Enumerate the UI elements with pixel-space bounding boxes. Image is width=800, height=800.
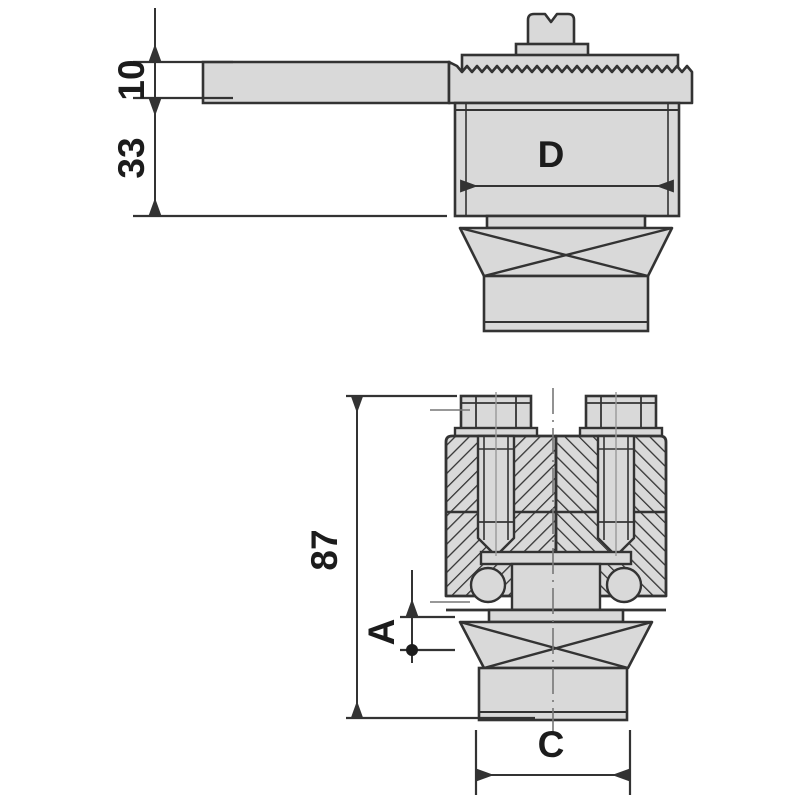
cap-notch-part bbox=[526, 12, 576, 50]
body-neck bbox=[485, 214, 647, 230]
dim-A-dot bbox=[406, 644, 418, 656]
dim-33-label: 33 bbox=[111, 137, 152, 178]
taper-cross-line-a bbox=[459, 226, 649, 278]
cylindrical-body bbox=[453, 101, 681, 218]
dim-D-label: D bbox=[538, 134, 565, 175]
dim-A-label: A bbox=[361, 619, 402, 646]
lever-arm bbox=[201, 60, 451, 105]
dim-10-label: 10 bbox=[111, 59, 152, 100]
dim-87-label: 87 bbox=[304, 529, 345, 570]
dim-C-label: C bbox=[538, 724, 565, 765]
inner-hub bbox=[510, 562, 602, 612]
section-view: 87 A C bbox=[304, 388, 668, 795]
ball-bearing-right bbox=[605, 566, 643, 604]
taper-cross-line-b bbox=[483, 226, 673, 278]
hex-bolt-right bbox=[578, 394, 664, 440]
side-elevation-view: 10 33 D bbox=[111, 8, 694, 333]
ball-bearing-left bbox=[469, 566, 507, 604]
bearing-seat-plate bbox=[479, 550, 633, 566]
knurled-collar bbox=[447, 60, 694, 105]
taper-lower-cross-a bbox=[459, 620, 629, 670]
taper-lower-cross-b bbox=[483, 620, 653, 670]
section-neck bbox=[487, 608, 625, 624]
